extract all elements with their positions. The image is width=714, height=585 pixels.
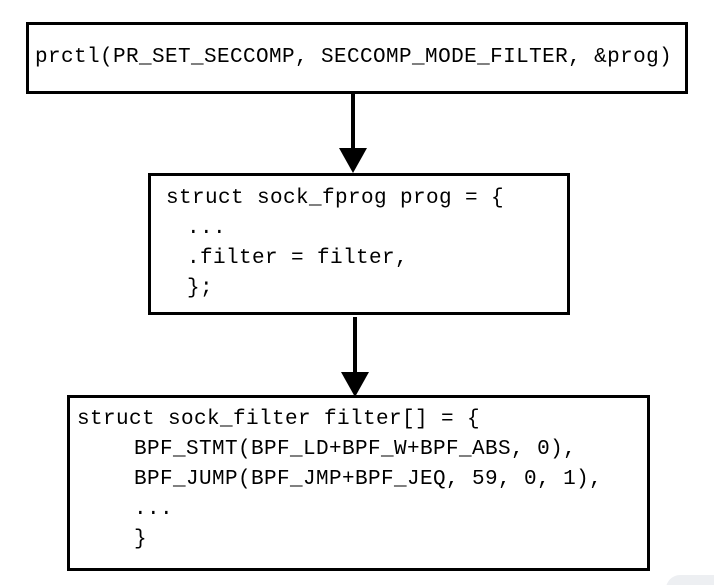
- watermark-shape: [666, 575, 714, 585]
- prctl-call-box: prctl(PR_SET_SECCOMP, SECCOMP_MODE_FILTE…: [26, 22, 688, 94]
- down-arrow-1-stem: [351, 94, 355, 152]
- code-line-close-brace: };: [187, 277, 214, 300]
- down-arrow-2-icon: [341, 372, 369, 397]
- code-line-ellipsis: ...: [187, 217, 227, 240]
- sock-filter-box: struct sock_filter filter[] = { BPF_STMT…: [67, 395, 650, 571]
- code-line-close-brace-2: }: [134, 528, 148, 551]
- code-line-struct-filter: struct sock_filter filter[] = {: [77, 408, 481, 431]
- sock-fprog-box: struct sock_fprog prog = { ... .filter =…: [148, 173, 570, 315]
- code-line-ellipsis-2: ...: [134, 498, 174, 521]
- code-line-bpf-jump: BPF_JUMP(BPF_JMP+BPF_JEQ, 59, 0, 1),: [134, 468, 603, 491]
- down-arrow-2-stem: [353, 317, 357, 375]
- prctl-call-text: prctl(PR_SET_SECCOMP, SECCOMP_MODE_FILTE…: [35, 46, 673, 69]
- code-line-struct-fprog: struct sock_fprog prog = {: [166, 187, 505, 210]
- code-line-filter-assign: .filter = filter,: [187, 247, 409, 270]
- down-arrow-1-icon: [339, 148, 367, 173]
- code-line-bpf-stmt: BPF_STMT(BPF_LD+BPF_W+BPF_ABS, 0),: [134, 438, 577, 461]
